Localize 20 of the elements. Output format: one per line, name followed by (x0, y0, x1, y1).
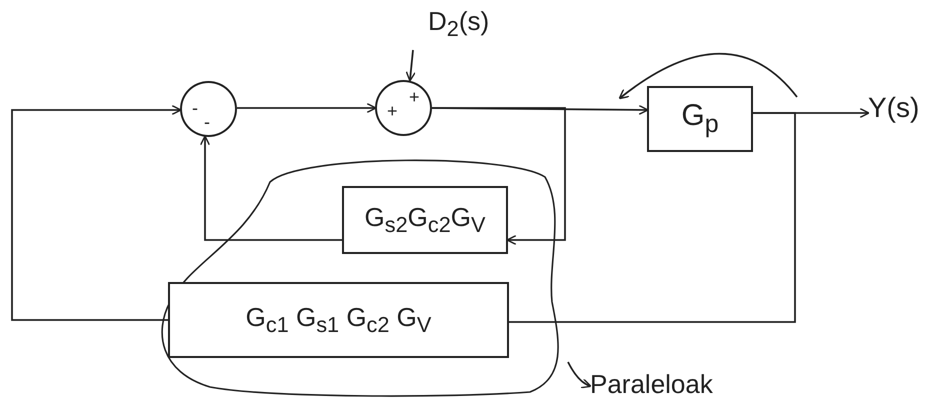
connector-line (509, 112, 796, 323)
arrow (432, 107, 566, 246)
arrow (200, 135, 342, 241)
disturbance-label: D$_{2}$(s) (428, 6, 490, 42)
block (168, 282, 509, 358)
output-label: Y(s) (868, 92, 920, 124)
transfer-function: G$_{c1}$ G$_{s1}$ G$_{c2}$ G$_{V}$ (246, 302, 432, 338)
arrow (406, 50, 416, 82)
arrow (237, 102, 377, 114)
sign-label: + (387, 102, 398, 120)
annotation-text: Paraleloak (590, 369, 713, 400)
sign-label: - (204, 113, 210, 131)
arrow (11, 104, 182, 321)
transfer-function: G$_{s2}$G$_{c2}$G$_{V}$ (364, 202, 486, 238)
leader-line (567, 362, 592, 388)
sign-label: - (192, 99, 198, 117)
sign-label: + (409, 88, 420, 106)
block (342, 186, 508, 254)
transfer-function: G$_{p}$ (681, 99, 719, 139)
block (647, 86, 753, 152)
